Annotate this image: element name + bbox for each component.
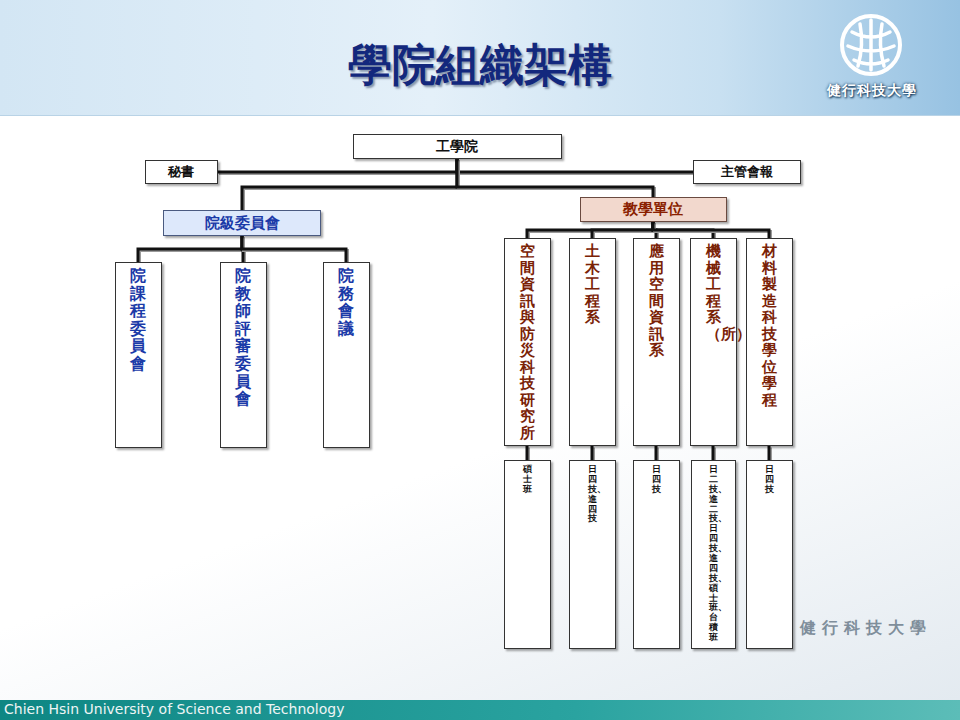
connector xyxy=(457,159,653,197)
logo-text: 健行科技大學 xyxy=(812,82,932,100)
vertical-label: 日四技 xyxy=(652,465,661,495)
vertical-label: 空間資訊與防災科技研究所 xyxy=(520,243,535,441)
side-box: 秘書 xyxy=(145,160,218,184)
university-logo xyxy=(838,12,904,78)
vertical-label: 日二技、進二技、日四技、進四技、碩士班、台積班 xyxy=(709,465,718,643)
vertical-label: 應用空間資訊系 xyxy=(649,243,664,359)
committee-box: 院教師評審委員會 xyxy=(220,262,267,448)
watermark: 健行科技大學 xyxy=(800,618,950,639)
committee-box: 院課程委員會 xyxy=(115,262,162,448)
root-box: 工學院 xyxy=(353,134,562,159)
connector xyxy=(527,222,653,238)
vertical-label: 碩士班 xyxy=(523,465,532,495)
program-box: 日四技 xyxy=(746,460,793,649)
box-label: 教學單位 xyxy=(623,200,683,219)
box-label: 主管會報 xyxy=(721,163,773,181)
connector xyxy=(655,446,658,460)
connector xyxy=(457,159,693,172)
connector xyxy=(768,446,771,460)
footer-text: Chien Hsin University of Science and Tec… xyxy=(4,701,504,717)
connector xyxy=(526,446,529,460)
connector xyxy=(218,159,458,172)
program-box: 日四技 xyxy=(633,460,680,649)
box-label: 秘書 xyxy=(168,163,194,181)
connector xyxy=(712,446,715,460)
group-box: 院級委員會 xyxy=(163,210,321,236)
program-box: 日四技、進四技 xyxy=(569,460,616,649)
department-box: 應用空間資訊系 xyxy=(633,238,680,446)
vertical-label: 土木工程系 xyxy=(585,243,600,326)
connector xyxy=(242,236,346,262)
connector xyxy=(653,222,769,238)
vertical-label: 材料製造科技學位學程 xyxy=(762,243,777,408)
vertical-label: 日四技、進四技 xyxy=(588,465,597,524)
department-box: 機械工程系（所） xyxy=(690,238,737,446)
connector-shadow xyxy=(459,161,655,199)
side-box: 主管會報 xyxy=(693,160,801,184)
box-label: 院級委員會 xyxy=(205,214,280,233)
connector xyxy=(591,446,594,460)
department-box: 空間資訊與防災科技研究所 xyxy=(504,238,551,446)
vertical-label: 院教師評審委員會 xyxy=(235,267,251,408)
box-label: 工學院 xyxy=(436,138,478,156)
program-box: 日二技、進二技、日四技、進四技、碩士班、台積班 xyxy=(691,460,736,649)
vertical-label: 日四技 xyxy=(765,465,774,495)
department-box: 材料製造科技學位學程 xyxy=(746,238,793,446)
connector xyxy=(592,222,653,238)
committee-box: 院務會議 xyxy=(323,262,370,448)
vertical-label: 院務會議 xyxy=(338,267,354,337)
department-box: 土木工程系 xyxy=(569,238,616,446)
vertical-label: 院課程委員會 xyxy=(130,267,146,373)
vertical-label: 機械工程系（所） xyxy=(706,243,721,342)
group-box: 教學單位 xyxy=(580,197,727,222)
slide-title: 學院組織架構 xyxy=(0,36,960,95)
connector xyxy=(242,159,457,210)
program-box: 碩士班 xyxy=(504,460,551,649)
connector xyxy=(138,236,242,262)
